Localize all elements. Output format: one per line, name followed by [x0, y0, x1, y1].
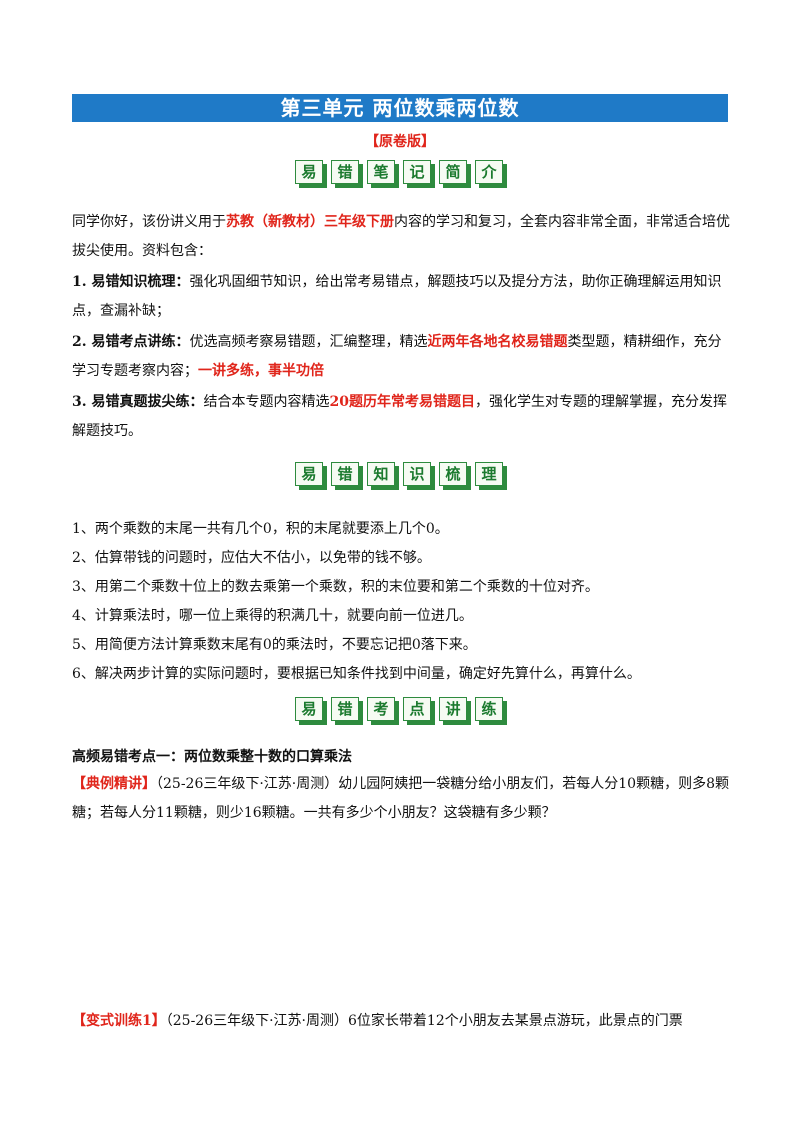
banner-notes-intro: 易 错 笔 记 简 介	[0, 160, 800, 188]
knowledge-item: 2、估算带钱的问题时，应估大不估小，以免带的钱不够。	[72, 550, 431, 566]
intro-paragraph: 同学你好，该份讲义用于苏教（新教材）三年级下册内容的学习和复习，全套内容非常全面…	[72, 214, 730, 259]
banner-tile: 练	[475, 697, 507, 725]
banner-tile: 理	[475, 462, 507, 490]
banner-tile: 知	[367, 462, 399, 490]
edition-label: 【原卷版】	[365, 134, 435, 150]
banner-knowledge: 易 错 知 识 梳 理	[0, 462, 800, 490]
banner-tile: 介	[475, 160, 507, 188]
variant-problem: 【变式训练1】（25-26三年级下·江苏·周测）6位家长带着12个小朋友去某景点…	[72, 1013, 683, 1029]
example-problem: 【典例精讲】（25-26三年级下·江苏·周测）幼儿园阿姨把一袋糖分给小朋友们，若…	[72, 776, 729, 821]
banner-tile: 识	[403, 462, 435, 490]
page-title: 第三单元 两位数乘两位数	[72, 94, 728, 122]
knowledge-item: 1、两个乘数的末尾一共有几个0，积的末尾就要添上几个0。	[72, 521, 449, 537]
banner-tile: 梳	[439, 462, 471, 490]
banner-practice: 易 错 考 点 讲 练	[0, 697, 800, 725]
intro-item-2: 2. 易错考点讲练：优选高频考察易错题，汇编整理，精选近两年各地名校易错题类型题…	[72, 334, 722, 379]
banner-tile: 点	[403, 697, 435, 725]
knowledge-item: 5、用简便方法计算乘数末尾有0的乘法时，不要忘记把0落下来。	[72, 637, 477, 653]
knowledge-item: 4、计算乘法时，哪一位上乘得的积满几十，就要向前一位进几。	[72, 608, 473, 624]
banner-tile: 简	[439, 160, 471, 188]
banner-tile: 记	[403, 160, 435, 188]
banner-tile: 易	[295, 697, 327, 725]
banner-tile: 易	[295, 462, 327, 490]
knowledge-item: 3、用第二个乘数十位上的数去乘第一个乘数，积的末位要和第二个乘数的十位对齐。	[72, 579, 599, 595]
banner-tile: 错	[331, 697, 363, 725]
banner-tile: 笔	[367, 160, 399, 188]
knowledge-item: 6、解决两步计算的实际问题时，要根据已知条件找到中间量，确定好先算什么，再算什么…	[72, 666, 641, 682]
section-heading: 高频易错考点一：两位数乘整十数的口算乘法	[72, 749, 352, 765]
banner-tile: 错	[331, 462, 363, 490]
intro-item-3: 3. 易错真题拔尖练：结合本专题内容精选20题历年常考易错题目，强化学生对专题的…	[72, 394, 727, 439]
intro-item-1: 1. 易错知识梳理：强化巩固细节知识，给出常考易错点，解题技巧以及提分方法，助你…	[72, 274, 722, 319]
banner-tile: 讲	[439, 697, 471, 725]
banner-tile: 易	[295, 160, 327, 188]
banner-tile: 错	[331, 160, 363, 188]
banner-tile: 考	[367, 697, 399, 725]
